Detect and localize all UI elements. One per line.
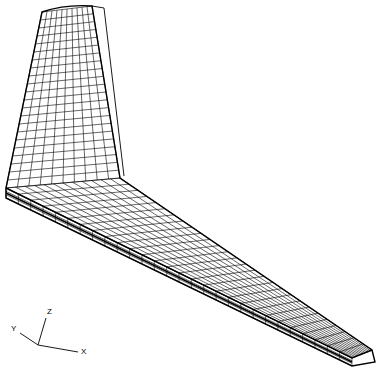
mesh-line xyxy=(13,147,115,156)
mesh-line xyxy=(35,186,358,357)
mesh-line xyxy=(29,69,102,76)
root-strip xyxy=(92,6,124,176)
mesh-line xyxy=(40,14,93,20)
mesh-line xyxy=(16,131,113,140)
mesh-line xyxy=(142,246,219,255)
mesh-line xyxy=(17,123,111,132)
mesh-line xyxy=(303,325,336,333)
mesh-line xyxy=(266,307,310,316)
mesh-line xyxy=(93,221,184,231)
leading-edge-band xyxy=(6,193,352,362)
x-axis xyxy=(38,345,78,352)
y-axis xyxy=(20,333,38,345)
mesh-line xyxy=(22,100,107,108)
mesh-line xyxy=(92,181,368,353)
mesh-line xyxy=(253,301,300,310)
mesh-line xyxy=(241,295,291,304)
mesh-line xyxy=(25,186,355,356)
wing-outline xyxy=(6,6,375,366)
mesh-line xyxy=(327,338,354,346)
mesh-line xyxy=(14,139,113,148)
leading-edge xyxy=(6,188,372,358)
mesh-line xyxy=(73,182,364,353)
mesh-line xyxy=(44,185,359,356)
mesh-line xyxy=(340,344,363,352)
mesh-line xyxy=(31,61,101,68)
mesh-line xyxy=(315,332,345,340)
mesh-line xyxy=(105,227,192,236)
mesh-line xyxy=(37,29,96,36)
mesh-line xyxy=(68,209,165,219)
mesh-line xyxy=(24,92,106,100)
mesh-line xyxy=(16,187,354,357)
mesh-line xyxy=(26,84,105,92)
mesh-line xyxy=(8,170,119,180)
mesh-line xyxy=(167,258,237,267)
z-axis xyxy=(38,318,46,345)
mesh-line xyxy=(32,53,99,60)
mesh-line xyxy=(35,37,97,44)
mesh-line xyxy=(54,184,361,355)
mesh-line xyxy=(204,276,264,285)
axis-label: X xyxy=(81,347,86,356)
mesh-line xyxy=(130,239,210,248)
mesh-line xyxy=(34,45,99,52)
mesh-line xyxy=(39,22,95,28)
mesh-line xyxy=(19,115,110,124)
mesh-line xyxy=(11,155,116,164)
mesh-line xyxy=(9,162,117,172)
mesh-line xyxy=(191,270,255,279)
mesh-line xyxy=(6,191,352,360)
mesh-line xyxy=(290,319,327,327)
mesh-line xyxy=(117,233,201,242)
mesh-line xyxy=(27,76,103,84)
mesh-line xyxy=(6,195,352,364)
mesh-line xyxy=(216,282,273,291)
mesh-line xyxy=(80,215,174,225)
mesh-line xyxy=(228,289,282,298)
mesh-line xyxy=(278,313,318,321)
mesh-line xyxy=(82,181,365,352)
mesh-line xyxy=(101,180,369,352)
axis-label: Z xyxy=(47,307,52,316)
mesh-line xyxy=(179,264,246,273)
axis-label: Y xyxy=(11,324,16,333)
mesh-line xyxy=(154,252,228,261)
mesh-line xyxy=(21,108,109,116)
mesh-line xyxy=(63,183,362,354)
